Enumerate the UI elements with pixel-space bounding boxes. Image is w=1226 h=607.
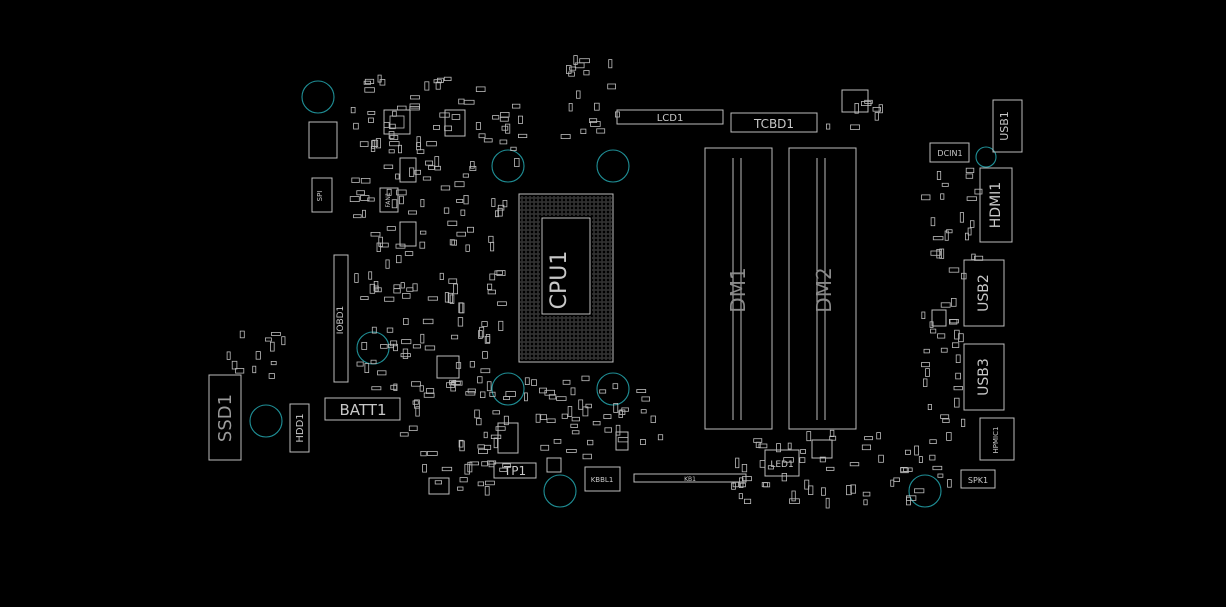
usb2-label: USB2 (976, 274, 992, 312)
passive-components (226, 55, 984, 509)
hpmic-label: HPMIC1 (992, 427, 1000, 454)
dimm-slot-2[interactable]: DM2 (788, 147, 857, 430)
hpmic-connector[interactable]: HPMIC1 (979, 417, 1015, 461)
dcin-connector[interactable]: DCIN1 (929, 142, 970, 163)
dimm1-label: DM1 (726, 267, 750, 312)
hdd-label: HDD1 (295, 413, 306, 442)
hdmi-connector[interactable]: HDMI1 (979, 167, 1013, 243)
usb3-label: USB3 (976, 358, 992, 396)
usb1-connector[interactable]: USB1 (992, 99, 1023, 153)
cpu-package[interactable]: CPU1 (518, 193, 614, 363)
usb3-connector[interactable]: USB3 (963, 343, 1005, 411)
cpu-ball-grid (520, 196, 612, 360)
spk-label: SPK1 (968, 476, 988, 485)
ssd-connector[interactable]: SSD1 (208, 374, 242, 461)
lcd-label: LCD1 (657, 113, 684, 124)
mounting-hole (596, 149, 630, 183)
ssd-label: SSD1 (215, 394, 236, 442)
kb-label: KB1 (684, 476, 696, 483)
kbbl-connector[interactable]: KBBL1 (584, 466, 621, 492)
dimm2-label: DM2 (812, 267, 836, 312)
usb2-connector[interactable]: USB2 (963, 259, 1005, 327)
battery-connector[interactable]: BATT1 (324, 397, 401, 421)
iobd-connector[interactable]: IOBD1 (333, 254, 349, 383)
mounting-holes (249, 80, 997, 508)
hdd-connector[interactable]: HDD1 (289, 403, 310, 453)
mounting-hole (301, 80, 335, 114)
kbbl-label: KBBL1 (591, 476, 614, 484)
led-label: LED1 (770, 460, 793, 470)
dimm-slot-1[interactable]: DM1 (704, 147, 773, 430)
usb1-label: USB1 (998, 111, 1011, 141)
spi-label: SPI (316, 191, 324, 202)
mounting-hole (975, 146, 997, 168)
fan-label: FAN1 (385, 192, 392, 207)
mounting-hole (249, 404, 283, 438)
keyboard-connector[interactable]: KB1 (633, 473, 747, 483)
mounting-hole (491, 149, 525, 183)
fan-connector[interactable]: FAN1 (379, 187, 399, 213)
iobd-label: IOBD1 (336, 306, 346, 335)
mounting-hole (596, 372, 630, 406)
tcbd-connector[interactable]: TCBD1 (730, 112, 818, 133)
spi-chip[interactable]: SPI (308, 121, 338, 213)
mounting-hole (491, 372, 525, 406)
mounting-hole (908, 474, 942, 508)
batt-label: BATT1 (340, 401, 387, 419)
spk-connector[interactable]: SPK1 (960, 469, 996, 489)
cpu-label: CPU1 (547, 251, 572, 310)
mounting-hole (543, 474, 577, 508)
tcbd-label: TCBD1 (753, 117, 794, 131)
hdmi-label: HDMI1 (988, 182, 1004, 228)
dcin-label: DCIN1 (937, 149, 962, 158)
